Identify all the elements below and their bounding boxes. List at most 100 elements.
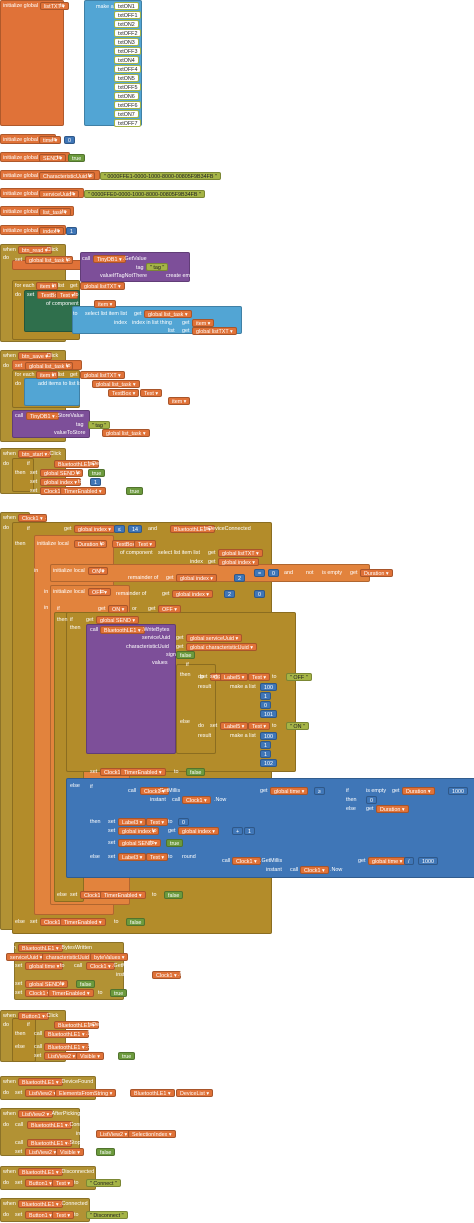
number-literal[interactable]: 1000	[448, 787, 468, 795]
field-dropdown[interactable]: Text ▾	[140, 389, 163, 397]
field-dropdown[interactable]: Label3 ▾	[118, 853, 147, 861]
field-dropdown[interactable]: TinyDB1 ▾	[26, 412, 59, 420]
text-literal[interactable]: txtON1	[114, 2, 139, 10]
field-dropdown[interactable]: Visible ▾	[76, 1052, 104, 1060]
text-literal[interactable]: " Connect "	[86, 1179, 121, 1187]
text-literal[interactable]: " 0000FFE1-0000-1000-8000-00805F9B34FB "	[100, 172, 221, 180]
field-dropdown[interactable]: listTXT ▾	[40, 2, 69, 10]
field-dropdown[interactable]: Text ▾	[56, 291, 79, 299]
field-dropdown[interactable]: ON ▾	[88, 567, 109, 575]
number-literal[interactable]: 0	[260, 701, 271, 709]
field-dropdown[interactable]: global time ▾	[270, 787, 309, 795]
field-dropdown[interactable]: BluetoothLE1 ▾	[130, 1089, 175, 1097]
field-dropdown[interactable]: BluetoothLE1 ▾	[27, 1139, 72, 1147]
text-literal[interactable]: txtON5	[114, 74, 139, 82]
field-dropdown[interactable]: Duration ▾	[402, 787, 435, 795]
field-dropdown[interactable]: BluetoothLE1 ▾	[54, 1021, 99, 1029]
number-literal[interactable]: 1	[260, 692, 271, 700]
boolean-literal[interactable]: true	[88, 469, 106, 477]
text-literal[interactable]: txtON3	[114, 38, 139, 46]
field-dropdown[interactable]: Text ▾	[52, 1211, 75, 1219]
text-literal[interactable]: txtOFF3	[114, 47, 142, 55]
field-dropdown[interactable]: btn_start ▾	[18, 450, 52, 458]
boolean-literal[interactable]: true	[118, 1052, 136, 1060]
field-dropdown[interactable]: ListView2 ▾	[18, 1110, 54, 1118]
boolean-literal[interactable]: true	[110, 989, 128, 997]
field-dropdown[interactable]: btn_save ▾	[18, 352, 53, 360]
field-dropdown[interactable]: global index ▾	[40, 478, 81, 486]
field-dropdown[interactable]: global listTXT ▾	[80, 282, 125, 290]
text-literal[interactable]: " tag "	[146, 263, 169, 271]
field-dropdown[interactable]: BluetoothLE1 ▾	[100, 626, 145, 634]
boolean-literal[interactable]: true	[126, 487, 144, 495]
writebytes-block[interactable]	[86, 624, 176, 754]
text-literal[interactable]: txtOFF5	[114, 83, 142, 91]
if-btn-start-block[interactable]	[12, 458, 34, 492]
field-dropdown[interactable]: Clock1 ▾	[300, 866, 329, 874]
text-literal[interactable]: txtON2	[114, 20, 139, 28]
boolean-literal[interactable]: false	[76, 980, 96, 988]
number-literal[interactable]: 1	[260, 741, 271, 749]
boolean-literal[interactable]: true	[68, 154, 86, 162]
field-dropdown[interactable]: TinyDB1 ▾	[93, 255, 126, 263]
field-dropdown[interactable]: TimerEnabled ▾	[100, 891, 146, 899]
field-dropdown[interactable]: BluetoothLE1 ▾	[44, 1043, 89, 1051]
number-literal[interactable]: 14	[128, 525, 142, 533]
field-dropdown[interactable]: global index ▾	[172, 590, 213, 598]
field-dropdown[interactable]: Text ▾	[248, 722, 271, 730]
field-dropdown[interactable]: global time ▾	[368, 857, 407, 865]
field-dropdown[interactable]: Clock1 ▾	[182, 796, 211, 804]
field-dropdown[interactable]: global index ▾	[178, 827, 219, 835]
field-dropdown[interactable]: global SEND ▾	[96, 616, 140, 624]
field-dropdown[interactable]: Clock1 ▾	[140, 787, 169, 795]
number-literal[interactable]: 2	[224, 590, 235, 598]
field-dropdown[interactable]: Text ▾	[134, 540, 157, 548]
number-literal[interactable]: 1	[66, 227, 77, 235]
field-dropdown[interactable]: btn_read ▾	[18, 246, 52, 254]
text-literal[interactable]: txtON7	[114, 110, 139, 118]
field-dropdown[interactable]: BluetoothLE1 ▾	[18, 1078, 63, 1086]
text-literal[interactable]: " OFF "	[286, 673, 312, 681]
boolean-literal[interactable]: false	[126, 918, 146, 926]
field-dropdown[interactable]: DeviceList ▾	[176, 1089, 214, 1097]
number-literal[interactable]: 1	[244, 827, 255, 835]
number-literal[interactable]: 0	[178, 818, 189, 826]
field-dropdown[interactable]: global time ▾	[25, 962, 64, 970]
field-dropdown[interactable]: item ▾	[94, 300, 117, 308]
field-dropdown[interactable]: global list_task ▾	[25, 256, 73, 264]
init-global-list-task-block[interactable]	[0, 206, 74, 216]
field-dropdown[interactable]: global index ▾	[176, 574, 217, 582]
field-dropdown[interactable]: Visible ▾	[56, 1148, 84, 1156]
field-dropdown[interactable]: item ▾	[168, 397, 191, 405]
field-dropdown[interactable]: global SEND ▾	[25, 980, 69, 988]
field-dropdown[interactable]: Label5 ▾	[220, 673, 249, 681]
add-items-to-list-block[interactable]	[24, 378, 80, 406]
field-dropdown[interactable]: Clock1 ▾	[18, 514, 47, 522]
field-dropdown[interactable]: global list_task ▾	[102, 429, 150, 437]
field-dropdown[interactable]: ElementsFromString ▾	[55, 1089, 117, 1097]
field-dropdown[interactable]: TimerEnabled ▾	[48, 989, 94, 997]
field-dropdown[interactable]: global characteristicUuid ▾	[186, 643, 257, 651]
text-literal[interactable]: txtOFF6	[114, 101, 142, 109]
text-literal[interactable]: txtON6	[114, 92, 139, 100]
number-literal[interactable]: 1	[90, 478, 101, 486]
field-dropdown[interactable]: Duration ▾	[376, 805, 409, 813]
init-global-listTXT-block[interactable]	[0, 0, 64, 126]
field-dropdown[interactable]: SEND ▾	[39, 154, 67, 162]
field-dropdown[interactable]: TimerEnabled ▾	[60, 487, 106, 495]
field-dropdown[interactable]: item ▾	[192, 319, 215, 327]
text-literal[interactable]: txtOFF4	[114, 65, 142, 73]
boolean-literal[interactable]: true	[166, 839, 184, 847]
text-literal[interactable]: txtOFF2	[114, 29, 142, 37]
field-dropdown[interactable]: CharacteristicUuid ▾	[39, 172, 96, 180]
field-dropdown[interactable]: ListView2 ▾	[44, 1052, 80, 1060]
if-button1-block[interactable]	[12, 1018, 36, 1062]
field-dropdown[interactable]: BluetoothLE1 ▾	[27, 1121, 72, 1129]
field-dropdown[interactable]: item ▾	[36, 371, 59, 379]
field-dropdown[interactable]: characteristicUuid ▾	[42, 953, 98, 961]
number-literal[interactable]: ≤	[114, 525, 125, 533]
init-global-index-block[interactable]	[0, 225, 66, 235]
field-dropdown[interactable]: BluetoothLE1 ▾	[44, 1030, 89, 1038]
if-values-block[interactable]	[176, 664, 216, 754]
field-dropdown[interactable]: global SEND ▾	[40, 469, 84, 477]
